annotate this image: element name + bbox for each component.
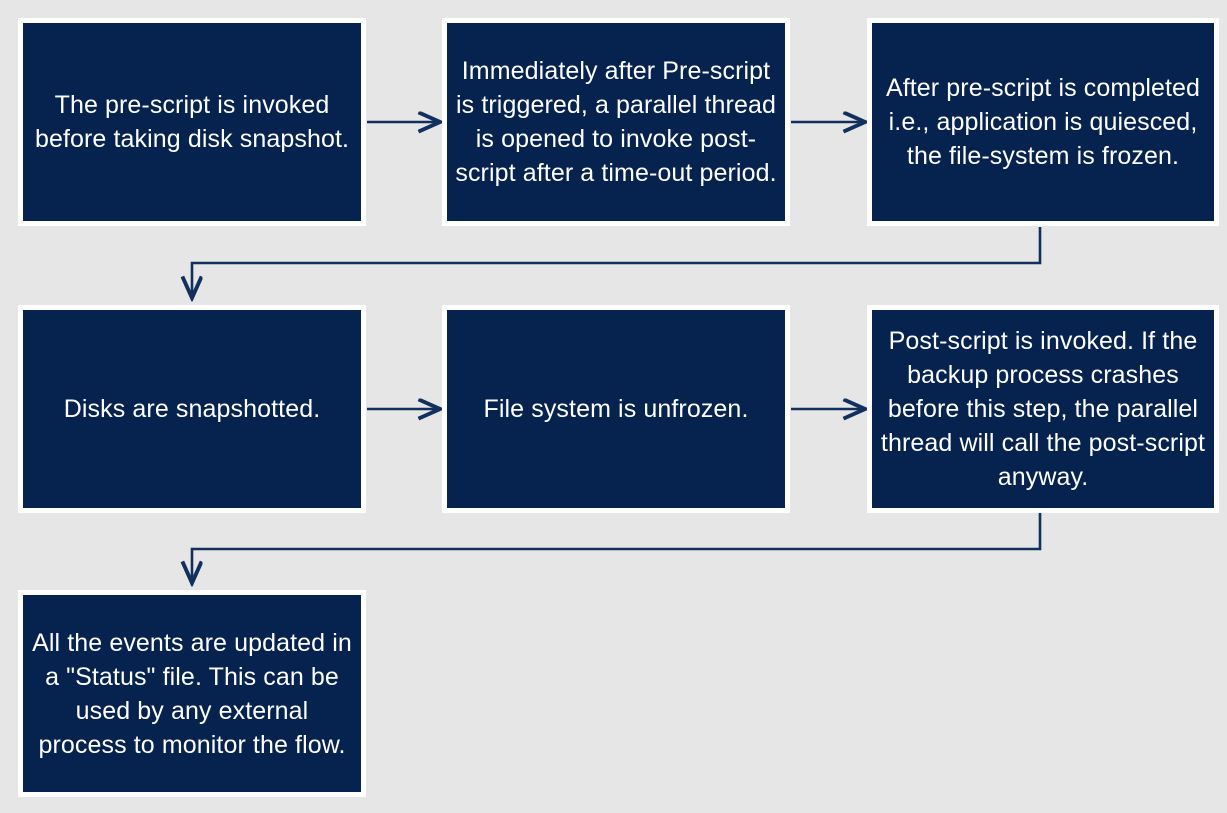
flow-node-7-label: All the events are updated in a "Status"… bbox=[32, 628, 352, 759]
flow-node-4[interactable]: Disks are snapshotted. bbox=[18, 305, 366, 513]
flow-node-5[interactable]: File system is unfrozen. bbox=[442, 305, 790, 513]
flow-node-6-label: Post-script is invoked. If the backup pr… bbox=[880, 327, 1206, 491]
flow-node-3-label: After pre-script is completed i.e., appl… bbox=[885, 74, 1201, 170]
flow-node-2-label: Immediately after Pre-script is triggere… bbox=[455, 57, 777, 187]
connector-6-to-7 bbox=[192, 513, 1042, 583]
flow-node-1[interactable]: The pre-script is invoked before taking … bbox=[18, 18, 366, 226]
flow-node-1-label: The pre-script is invoked before taking … bbox=[34, 91, 350, 153]
flow-node-7[interactable]: All the events are updated in a "Status"… bbox=[18, 590, 366, 797]
connector-3-to-4 bbox=[192, 227, 1042, 298]
flow-node-2[interactable]: Immediately after Pre-script is triggere… bbox=[442, 18, 790, 226]
flow-node-5-label: File system is unfrozen. bbox=[483, 395, 749, 423]
flow-node-4-label: Disks are snapshotted. bbox=[63, 395, 321, 423]
flow-node-3[interactable]: After pre-script is completed i.e., appl… bbox=[867, 18, 1219, 226]
flow-node-6[interactable]: Post-script is invoked. If the backup pr… bbox=[867, 305, 1219, 513]
